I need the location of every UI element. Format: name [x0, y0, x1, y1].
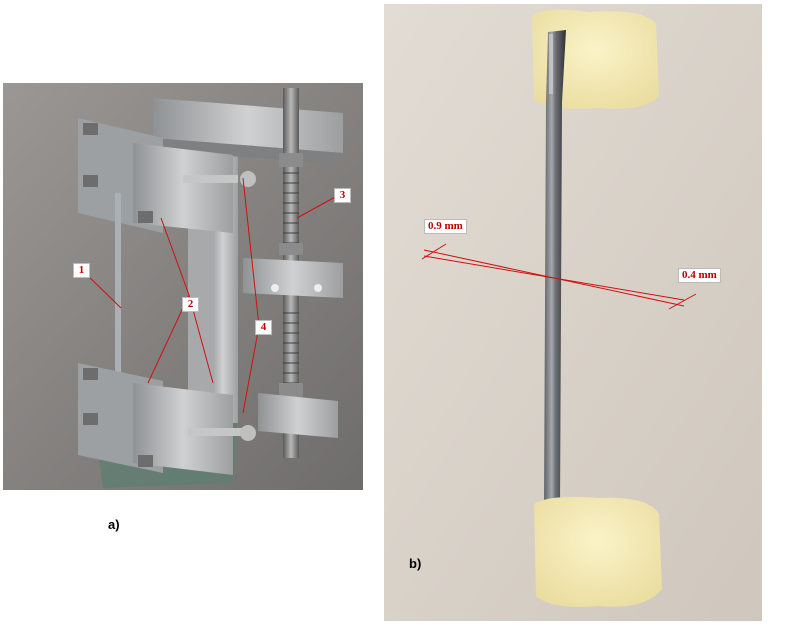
caption-b: b)	[409, 556, 422, 571]
leader-lines	[84, 177, 338, 414]
fixture-illustration	[3, 83, 363, 490]
caption-a: a)	[108, 517, 120, 532]
callout-4: 4	[255, 320, 272, 335]
dimension-label-width: 0.9 mm	[424, 219, 467, 234]
dimension-lines	[421, 243, 697, 310]
photo-specimen	[384, 4, 762, 621]
callout-3: 3	[334, 188, 351, 203]
callout-1: 1	[73, 263, 90, 278]
specimen-illustration	[384, 4, 762, 621]
callout-2: 2	[182, 297, 199, 312]
photo-fixture	[3, 83, 363, 490]
dimension-label-thickness: 0.4 mm	[678, 268, 721, 283]
